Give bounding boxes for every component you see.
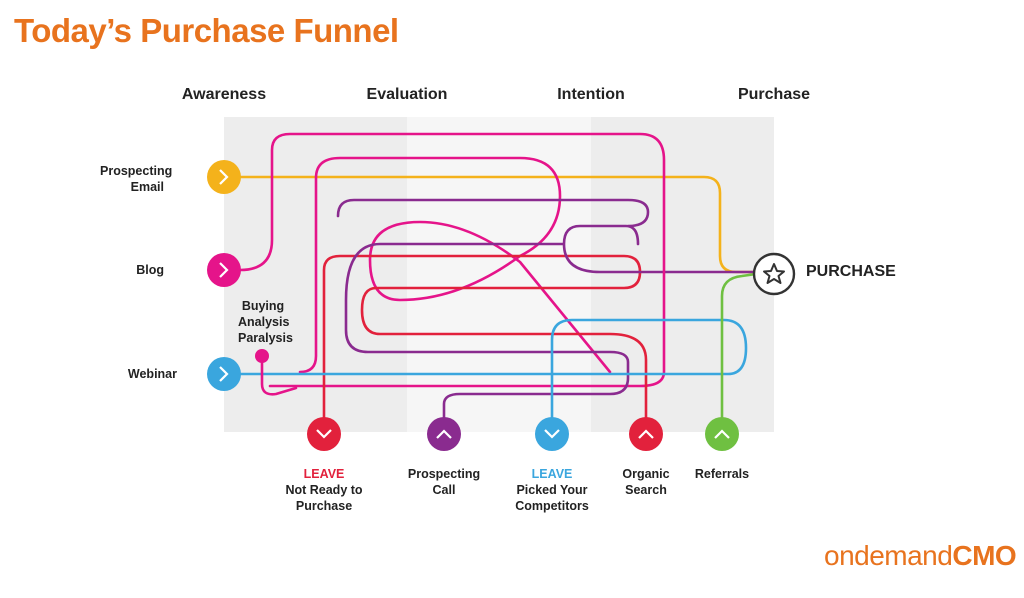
source-blog-node[interactable] xyxy=(207,253,241,287)
label-line: Buying xyxy=(241,299,285,313)
chevron-down-icon xyxy=(316,429,332,439)
path-red-notready xyxy=(322,254,648,422)
exit-referrals-node[interactable] xyxy=(705,417,739,451)
label-buying-analysis: Buying Analysis Paralysis xyxy=(238,298,293,346)
label-prospecting-call: Prospecting Call xyxy=(408,466,480,498)
chevron-up-icon xyxy=(714,429,730,439)
label-purchase: PURCHASE xyxy=(806,263,896,280)
stage-intention: Intention xyxy=(557,86,625,103)
label-not-ready: LEAVE Not Ready to Purchase xyxy=(285,466,362,514)
path-magenta-knot xyxy=(298,156,612,374)
leave-tag: LEAVE xyxy=(531,467,573,481)
path-purple-call xyxy=(336,198,650,422)
label-line: Prospecting xyxy=(407,467,481,481)
source-webinar-node[interactable] xyxy=(207,357,241,391)
path-referrals-purchase xyxy=(720,272,758,422)
label-line: Organic xyxy=(622,467,670,481)
label-line: Prospecting xyxy=(100,164,173,178)
exit-not-ready-node[interactable] xyxy=(307,417,341,451)
label-line: Analysis xyxy=(238,315,290,329)
chevron-up-icon xyxy=(436,429,452,439)
label-blog: Blog xyxy=(136,263,164,277)
purchase-node[interactable] xyxy=(752,252,796,296)
chevron-up-icon xyxy=(638,429,654,439)
paralysis-dot xyxy=(255,349,269,363)
path-webinar-competitors xyxy=(238,318,748,422)
chevron-right-icon xyxy=(219,169,229,185)
path-paralysis xyxy=(260,355,298,396)
label-line: Not Ready to xyxy=(285,483,363,497)
exit-organic-node[interactable] xyxy=(629,417,663,451)
logo-part-2: CMO xyxy=(952,540,1017,571)
label-line: Search xyxy=(625,483,667,497)
band-evaluation xyxy=(407,117,591,432)
chevron-right-icon xyxy=(219,366,229,382)
logo-part-1: ondemand xyxy=(824,540,953,571)
label-line: Picked Your xyxy=(516,483,588,497)
label-line: Email xyxy=(130,180,164,194)
label-competitors: LEAVE Picked Your Competitors xyxy=(515,466,589,514)
label-line: Competitors xyxy=(515,499,589,513)
stage-evaluation: Evaluation xyxy=(366,86,448,103)
label-webinar: Webinar xyxy=(127,367,177,381)
brand-logo: ondemandCMO xyxy=(824,540,1017,572)
exit-competitors-node[interactable] xyxy=(535,417,569,451)
leave-tag: LEAVE xyxy=(303,467,345,481)
stage-awareness: Awareness xyxy=(181,86,267,103)
label-line: Referrals xyxy=(694,467,750,481)
label-line: Call xyxy=(432,483,456,497)
chevron-right-icon xyxy=(219,262,229,278)
chevron-down-icon xyxy=(544,429,560,439)
exit-prospecting-call-node[interactable] xyxy=(427,417,461,451)
label-prospecting-email: Prospecting Email xyxy=(100,163,172,195)
label-line: Paralysis xyxy=(238,331,293,345)
page-title: Today’s Purchase Funnel xyxy=(14,12,399,49)
source-email-node[interactable] xyxy=(207,160,241,194)
label-organic: Organic Search xyxy=(622,466,669,498)
label-line: Purchase xyxy=(295,499,353,513)
stage-purchase: Purchase xyxy=(737,86,811,103)
star-icon xyxy=(763,263,785,284)
path-blog-loop xyxy=(238,132,666,388)
label-referrals: Referrals xyxy=(695,466,749,482)
